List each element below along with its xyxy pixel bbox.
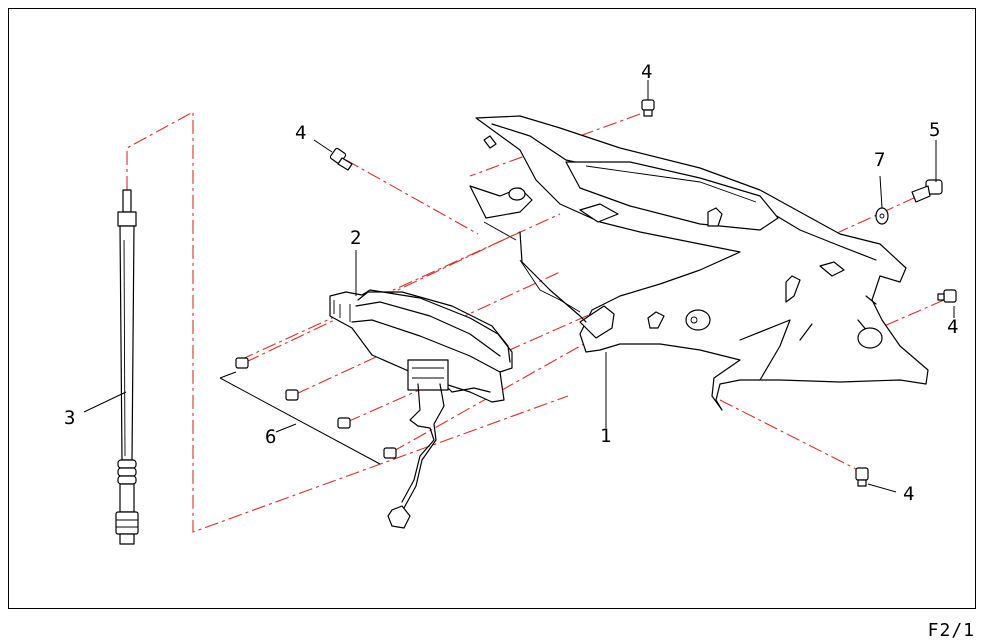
screws-6 — [235, 357, 397, 459]
centerline-meter-long — [239, 213, 561, 361]
leader-lines — [83, 80, 955, 493]
screw-bottom-right — [855, 467, 869, 487]
centerline-screw-top-left — [345, 159, 479, 235]
washer-7 — [875, 207, 889, 225]
callout-4-top: 4 — [641, 61, 652, 83]
callout-5: 5 — [929, 119, 940, 141]
screw-top-left — [329, 147, 353, 171]
screw-top — [641, 99, 655, 117]
callout-4-top-left: 4 — [295, 122, 306, 144]
drawing-frame — [8, 8, 976, 609]
centerline-screw-top — [469, 113, 641, 177]
screw-right — [937, 289, 957, 303]
callouts: 4 4 4 4 5 7 2 3 6 1 — [64, 61, 958, 505]
bolt-5 — [911, 179, 943, 203]
callout-1: 1 — [600, 425, 611, 447]
callout-6: 6 — [265, 426, 276, 448]
callout-4-bottom-right: 4 — [903, 483, 914, 505]
screws-4 — [329, 99, 957, 487]
centerline-cable — [126, 111, 569, 533]
callout-2: 2 — [350, 227, 361, 249]
meter-assembly — [329, 289, 513, 529]
callout-3: 3 — [64, 407, 75, 429]
callout-7: 7 — [874, 149, 885, 171]
speedometer-cable — [115, 189, 139, 545]
page-reference: F2/1 — [927, 620, 975, 641]
callout-4-right: 4 — [947, 316, 958, 338]
centerline-screw-bottom-right — [719, 399, 859, 471]
handle-cover — [469, 115, 929, 411]
